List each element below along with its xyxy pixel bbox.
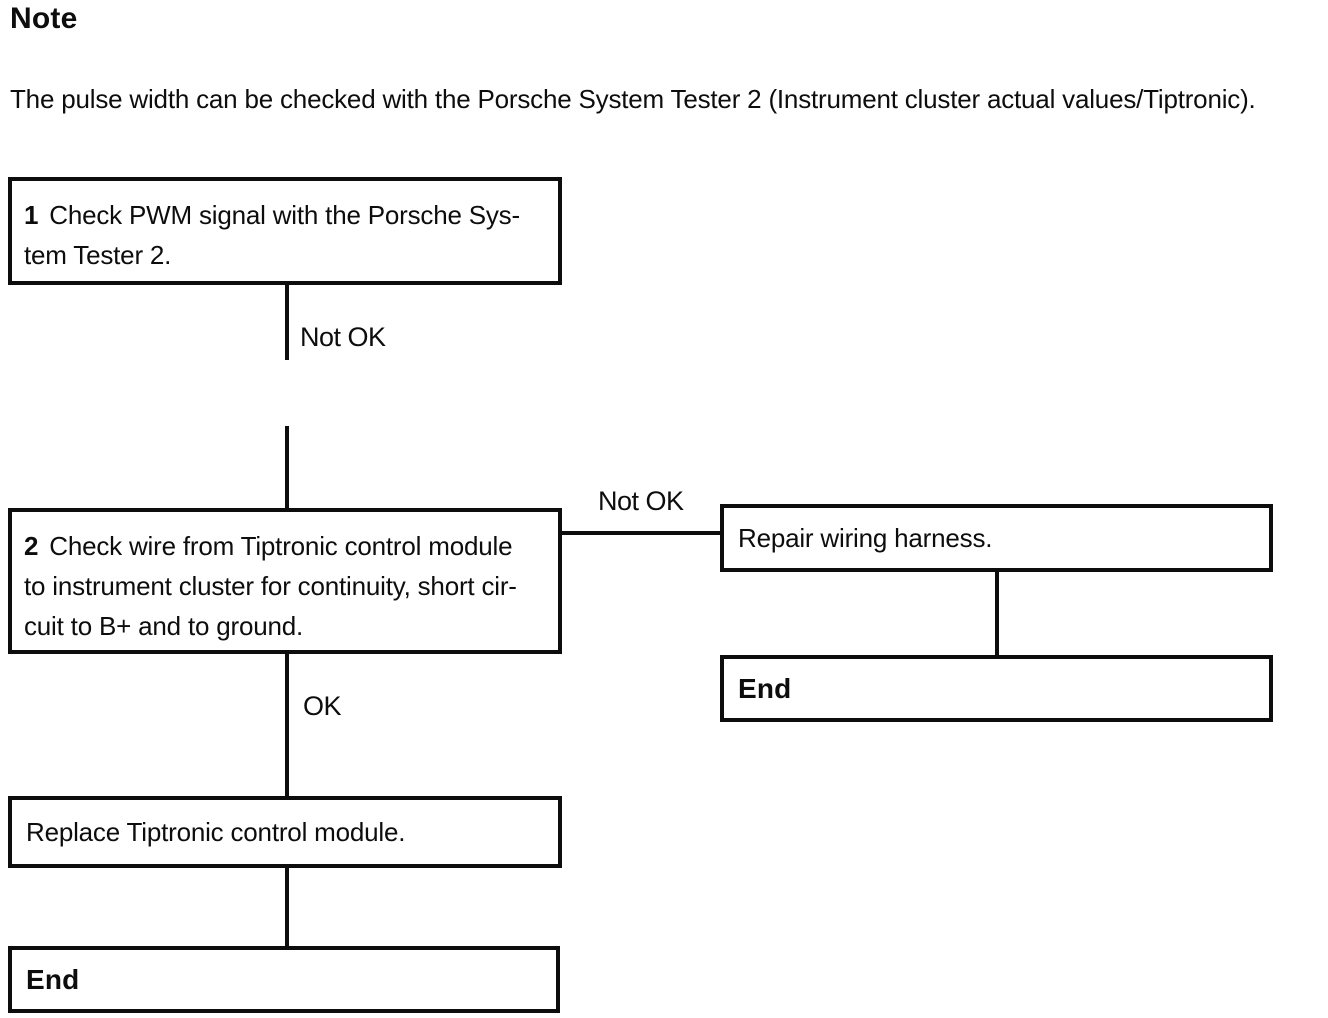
intro-text: The pulse width can be checked with the …	[10, 84, 1256, 114]
connector-step2-right	[560, 531, 722, 535]
connector-replace-down	[285, 868, 289, 946]
connector-step2-down	[285, 654, 289, 796]
step-2-line-3: cuit to B+ and to ground.	[24, 611, 304, 641]
note-heading: Note	[10, 2, 78, 35]
connector-step1-down-lower	[285, 426, 289, 508]
flow-box-end-left: End	[8, 946, 560, 1013]
flow-box-repair: Repair wiring harness.	[720, 504, 1273, 572]
step-1-number: 1	[24, 200, 39, 230]
connector-step1-down-upper	[285, 284, 289, 360]
edge-label-step1-not-ok: Not OK	[300, 322, 386, 352]
repair-text: Repair wiring harness.	[738, 522, 993, 553]
step-2-number: 2	[24, 531, 39, 561]
edge-label-step2-not-ok: Not OK	[598, 486, 684, 516]
edge-label-step2-ok: OK	[303, 691, 342, 721]
flow-box-end-right: End	[720, 655, 1273, 722]
step-2-line-2: to instrument cluster for continuity, sh…	[24, 571, 517, 601]
step-1-line-2: tem Tester 2.	[24, 240, 172, 270]
flow-box-step-2: 2 Check wire from Tiptronic control modul…	[8, 508, 562, 654]
replace-text: Replace Tiptronic control module.	[26, 816, 406, 847]
step-2-line-1: 2 Check wire from Tiptronic control modul…	[24, 526, 546, 566]
end-left-text: End	[26, 963, 80, 995]
step-1-line-1-text: Check PWM signal with the Porsche Sys-	[49, 200, 520, 230]
step-1-line-1: 1 Check PWM signal with the Porsche Sys-	[24, 195, 546, 235]
connector-repair-down	[995, 572, 999, 655]
flow-box-replace: Replace Tiptronic control module.	[8, 796, 562, 868]
end-right-text: End	[738, 672, 792, 704]
step-2-line-1-text: Check wire from Tiptronic control module	[49, 531, 513, 561]
